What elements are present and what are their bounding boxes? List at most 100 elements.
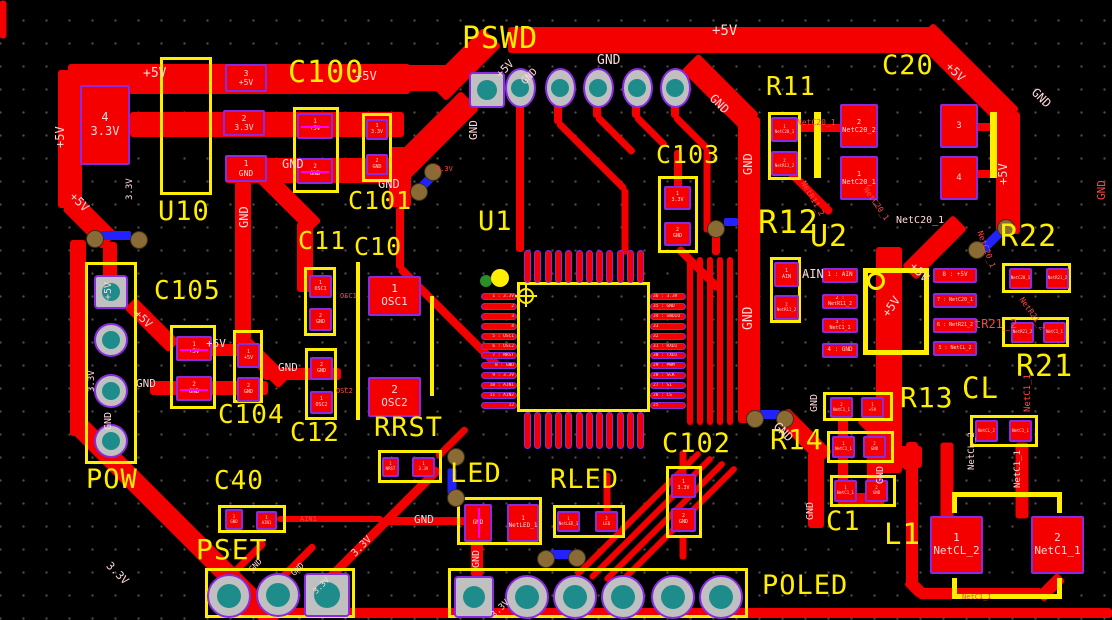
silkscreen-outline[interactable] bbox=[658, 176, 698, 253]
qfp-pin-pad[interactable] bbox=[524, 412, 531, 449]
bottom-copper-trace[interactable] bbox=[550, 549, 572, 559]
designator-label[interactable]: R14 bbox=[770, 423, 824, 456]
smd-pad[interactable]: 2 LED bbox=[595, 511, 618, 532]
via[interactable] bbox=[776, 410, 794, 428]
smd-pad[interactable]: 1 AIN1 bbox=[256, 511, 277, 530]
bottom-copper-trace[interactable] bbox=[101, 230, 131, 240]
smd-pad[interactable]: 1 OSC2 bbox=[310, 391, 333, 414]
qfp-pin-pad[interactable]: 1 : 3.3V bbox=[481, 293, 517, 300]
smd-pad[interactable]: 2 GND bbox=[176, 376, 212, 401]
net-label[interactable]: 3.3V bbox=[87, 370, 97, 392]
silkscreen-mark[interactable] bbox=[1057, 492, 1062, 513]
smd-pad[interactable]: 2 GND bbox=[863, 436, 886, 458]
smd-pad[interactable]: 1 NetLED_1 bbox=[507, 504, 539, 542]
through-hole-pad[interactable] bbox=[304, 573, 350, 617]
smd-pad[interactable]: 3 +5V bbox=[225, 64, 267, 92]
qfp-pin-pad[interactable]: 12 bbox=[481, 401, 517, 409]
qfp-pin-pad[interactable]: 34 : SWDIO bbox=[650, 312, 686, 320]
net-label[interactable]: GND bbox=[1028, 85, 1055, 111]
copper-trace[interactable] bbox=[508, 27, 932, 53]
smd-pad[interactable]: 1 GND bbox=[225, 509, 243, 530]
qfp-pin-pad[interactable]: 29 : PWM bbox=[650, 362, 686, 370]
smd-pad[interactable]: NetR21_2 bbox=[1011, 322, 1034, 343]
silkscreen-outline[interactable] bbox=[830, 475, 896, 507]
designator-label[interactable]: U2 bbox=[810, 219, 849, 254]
smd-pad[interactable]: 1 3.3V bbox=[671, 474, 696, 498]
net-label[interactable]: GND bbox=[471, 549, 482, 568]
silkscreen-mark[interactable] bbox=[952, 492, 957, 513]
silkscreen-mark[interactable] bbox=[952, 594, 1062, 599]
qfp-pin-pad[interactable] bbox=[565, 412, 573, 449]
net-label[interactable]: GND bbox=[1095, 180, 1108, 200]
qfp-pin-pad[interactable] bbox=[606, 412, 614, 449]
net-label[interactable]: 3.3V bbox=[349, 534, 375, 560]
smd-pad[interactable]: 2 NetC20_2 bbox=[840, 104, 878, 148]
qfp-pin-pad[interactable]: 31 : RXD1 bbox=[650, 342, 686, 350]
qfp-pin-pad[interactable] bbox=[585, 412, 593, 449]
copper-trace[interactable] bbox=[738, 247, 760, 423]
smd-pad[interactable]: 2 GND bbox=[297, 158, 333, 184]
silkscreen-outline[interactable] bbox=[553, 505, 625, 538]
silkscreen-outline[interactable] bbox=[305, 348, 337, 420]
designator-label[interactable]: C12 bbox=[290, 418, 340, 448]
smd-pad[interactable]: 3 : NetC1_1 bbox=[822, 318, 858, 333]
designator-label[interactable]: C11 bbox=[298, 226, 347, 255]
designator-label[interactable]: U1 bbox=[478, 206, 513, 237]
smd-pad[interactable]: 1 NetC1_1 bbox=[834, 480, 857, 502]
smd-pad[interactable]: GND bbox=[464, 504, 492, 542]
designator-label[interactable]: LED bbox=[450, 458, 502, 489]
via[interactable] bbox=[130, 231, 148, 249]
through-hole-pad[interactable] bbox=[94, 323, 128, 357]
designator-label[interactable]: C40 bbox=[214, 466, 264, 496]
through-hole-pad[interactable] bbox=[544, 68, 576, 108]
qfp-pin-pad[interactable]: 33 bbox=[650, 322, 686, 330]
smd-pad[interactable]: NetCL_2 bbox=[975, 420, 998, 442]
silkscreen-mark[interactable] bbox=[356, 262, 360, 420]
through-hole-pad[interactable] bbox=[469, 72, 505, 108]
via[interactable] bbox=[537, 550, 555, 568]
smd-pad[interactable]: 2 GND bbox=[310, 357, 333, 380]
smd-pad[interactable]: 4 3.3V bbox=[80, 85, 130, 165]
net-label[interactable]: GND bbox=[237, 206, 251, 228]
through-hole-pad[interactable] bbox=[553, 575, 597, 619]
net-label[interactable]: +5V bbox=[355, 69, 377, 83]
net-label[interactable]: 3.3V bbox=[103, 559, 132, 588]
net-label[interactable]: GND bbox=[414, 513, 434, 526]
silkscreen-mark[interactable] bbox=[430, 296, 434, 396]
smd-pad[interactable]: NetC1_1 bbox=[1043, 322, 1066, 343]
silkscreen-outline[interactable] bbox=[170, 325, 216, 409]
through-hole-pad[interactable] bbox=[454, 576, 494, 618]
bottom-copper-trace[interactable] bbox=[724, 218, 738, 226]
designator-label[interactable]: POLED bbox=[762, 570, 849, 601]
qfp-pin-pad[interactable] bbox=[596, 412, 604, 449]
copper-trace[interactable] bbox=[594, 113, 637, 156]
qfp-pin-pad[interactable]: 3 bbox=[481, 312, 517, 320]
qfp-pin-pad[interactable]: 27 : SI bbox=[650, 382, 686, 390]
smd-pad[interactable]: 5 : NetCL_2 bbox=[933, 341, 977, 356]
net-label[interactable]: AIN1 bbox=[300, 515, 317, 523]
silkscreen-outline[interactable] bbox=[1002, 317, 1069, 347]
net-label[interactable]: NetC1_1 bbox=[962, 593, 992, 601]
silkscreen-outline[interactable] bbox=[293, 107, 339, 193]
smd-pad[interactable]: 1 NetLED_1 bbox=[557, 511, 580, 532]
through-hole-pad[interactable] bbox=[659, 68, 691, 108]
silkscreen-outline[interactable] bbox=[770, 257, 801, 323]
designator-label[interactable]: R13 bbox=[900, 381, 954, 414]
designator-label[interactable]: C101 bbox=[348, 186, 413, 215]
net-label[interactable]: 3.3V bbox=[125, 178, 135, 200]
copper-trace[interactable] bbox=[555, 119, 628, 192]
qfp-pin-pad[interactable] bbox=[524, 250, 531, 283]
smd-pad[interactable]: 1 AIN bbox=[774, 262, 799, 287]
smd-pad[interactable]: 1 3.3V bbox=[664, 186, 691, 210]
copper-trace[interactable] bbox=[0, 0, 7, 38]
smd-pad[interactable]: 1 NetC20_1 bbox=[840, 156, 878, 200]
qfp-pin-pad[interactable]: 26 : CS bbox=[650, 392, 686, 399]
smd-pad[interactable]: 2 GND bbox=[237, 377, 260, 402]
smd-pad[interactable]: 2 GND bbox=[309, 308, 332, 331]
smd-pad[interactable]: 1 OSC1 bbox=[309, 275, 332, 298]
via[interactable] bbox=[447, 448, 465, 466]
copper-trace[interactable] bbox=[918, 587, 1042, 599]
silkscreen-mark[interactable] bbox=[990, 112, 997, 178]
designator-label[interactable]: C10 bbox=[354, 232, 403, 261]
through-hole-pad[interactable] bbox=[505, 575, 549, 619]
